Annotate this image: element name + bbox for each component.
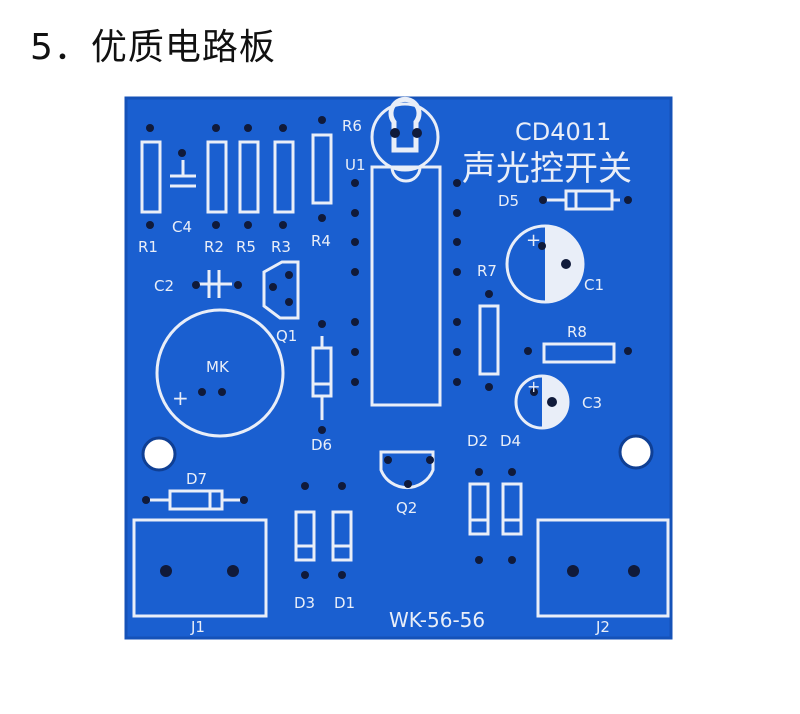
label-r3: R3 — [271, 238, 291, 256]
pcb-board — [124, 96, 673, 640]
board-title: CD4011 — [515, 118, 611, 146]
label-r6: R6 — [342, 117, 362, 135]
label-r5: R5 — [236, 238, 256, 256]
label-d1: D1 — [334, 594, 355, 612]
silkscreen-outlines — [132, 102, 670, 618]
label-c4: C4 — [172, 218, 192, 236]
label-r7: R7 — [477, 262, 497, 280]
board-code: WK-56-56 — [389, 608, 485, 632]
mounting-hole-left — [141, 436, 177, 472]
label-c3: C3 — [582, 394, 602, 412]
label-u1: U1 — [345, 156, 366, 174]
c3-plus-sign: + — [527, 377, 540, 396]
label-j2: J2 — [595, 618, 610, 636]
mounting-hole-right — [618, 434, 654, 470]
label-q2: Q2 — [396, 499, 417, 517]
label-r2: R2 — [204, 238, 224, 256]
label-d2: D2 — [467, 432, 488, 450]
label-r4: R4 — [311, 232, 331, 250]
label-mk: MK — [206, 358, 230, 376]
page-heading: 5．优质电路板 — [30, 27, 276, 68]
label-c2: C2 — [154, 277, 174, 295]
r6-sensor-shape — [388, 96, 422, 153]
label-d6: D6 — [311, 436, 332, 454]
label-d7: D7 — [186, 470, 207, 488]
label-d5: D5 — [498, 192, 519, 210]
label-r1: R1 — [138, 238, 158, 256]
label-c1: C1 — [584, 276, 604, 294]
label-d4: D4 — [500, 432, 521, 450]
label-d3: D3 — [294, 594, 315, 612]
board-subtitle: 声光控开关 — [462, 149, 632, 189]
label-q1: Q1 — [276, 327, 297, 345]
mk-plus-sign: + — [172, 386, 189, 410]
c1-plus-sign: + — [526, 230, 541, 251]
label-r8: R8 — [567, 323, 587, 341]
label-j1: J1 — [190, 618, 205, 636]
pcb-pads — [142, 116, 640, 579]
